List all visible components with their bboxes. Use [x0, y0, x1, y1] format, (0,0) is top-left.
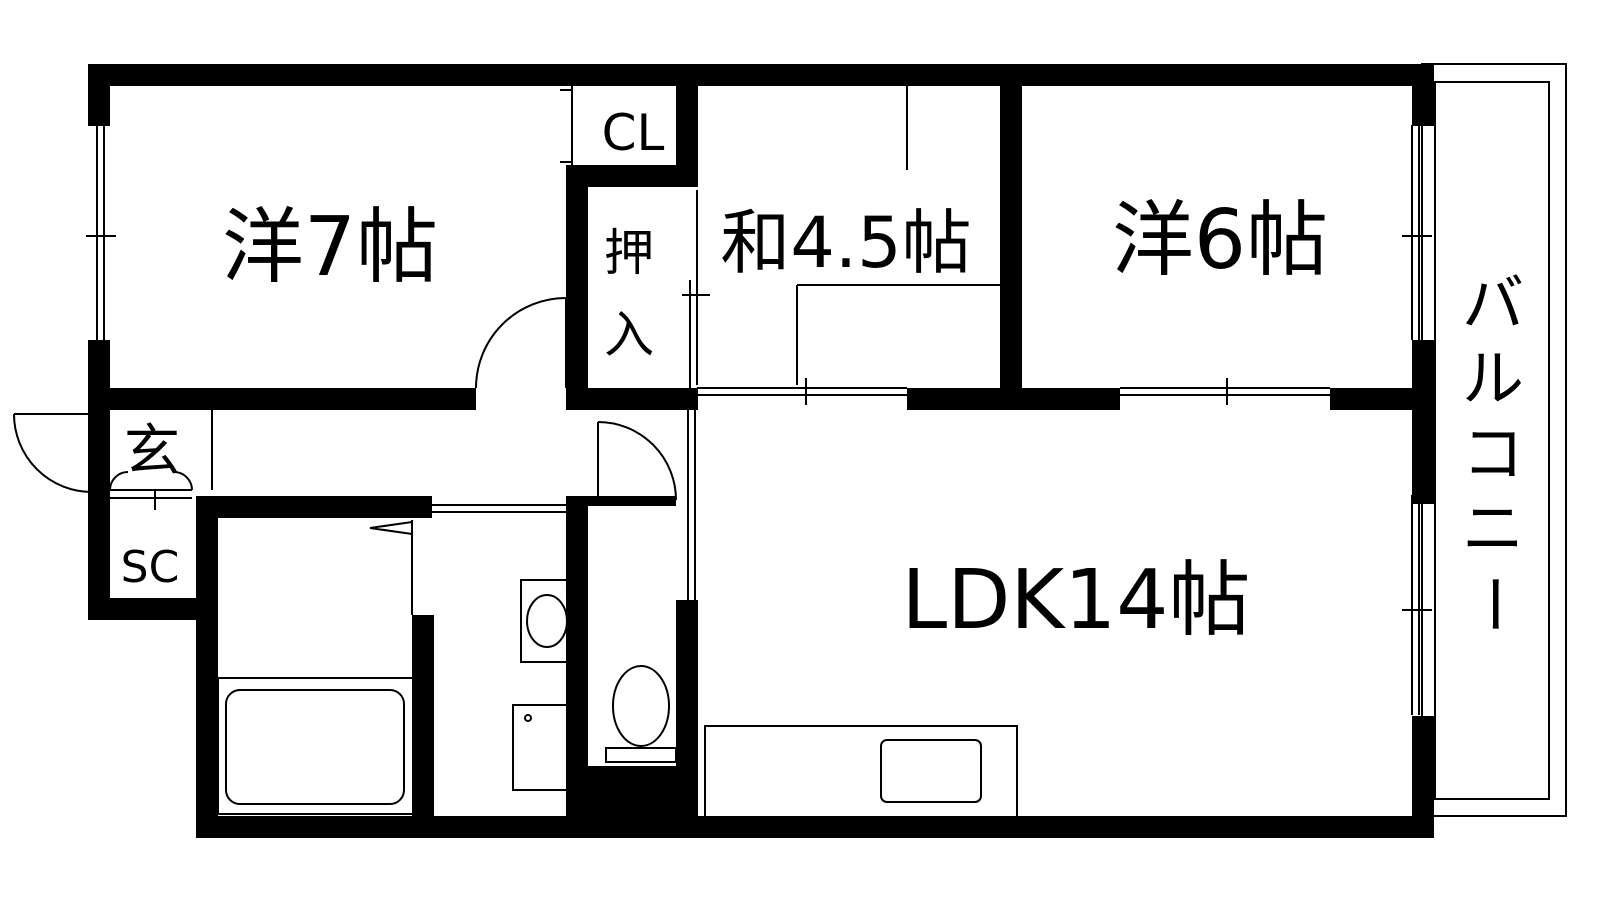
- room-label-japanese: 和4.5帖: [720, 202, 971, 284]
- room-label-entrance: 玄: [124, 419, 180, 484]
- washing-machine-space: [512, 704, 570, 791]
- room-label-closet: CL: [602, 104, 665, 162]
- washbasin-counter: [520, 579, 573, 663]
- bathtub-inner: [225, 689, 405, 805]
- room-label-western-6: 洋6帖: [1112, 193, 1328, 288]
- balcony-char-1: バ: [1462, 267, 1524, 340]
- room-label-ldk: LDK14帖: [902, 553, 1251, 648]
- room-label-oshiire-1: 押: [604, 224, 654, 282]
- balcony-char-5: ー: [1457, 573, 1530, 635]
- detail-lines: [86, 63, 1567, 819]
- walls: [88, 64, 1434, 838]
- bathtub-outer: [217, 677, 415, 815]
- balcony-char-3: コ: [1462, 417, 1524, 490]
- room-label-shoe-closet: SC: [121, 542, 180, 593]
- balcony-char-2: ル: [1462, 342, 1524, 415]
- balcony-char-4: ニ: [1462, 492, 1524, 565]
- kitchen-sink: [880, 739, 982, 803]
- balcony-label: バ ル コ ニ ー: [1457, 267, 1530, 635]
- room-labels: 洋7帖 CL 押 入 和4.5帖 洋6帖 玄 SC LDK14帖: [121, 104, 1328, 648]
- balcony-railing: [1434, 81, 1550, 800]
- room-label-oshiire-2: 入: [604, 306, 654, 364]
- room-label-western-7: 洋7帖: [222, 200, 438, 295]
- toilet-bowl: [612, 665, 670, 747]
- toilet-tank: [605, 747, 677, 763]
- washbasin-bowl: [526, 594, 568, 648]
